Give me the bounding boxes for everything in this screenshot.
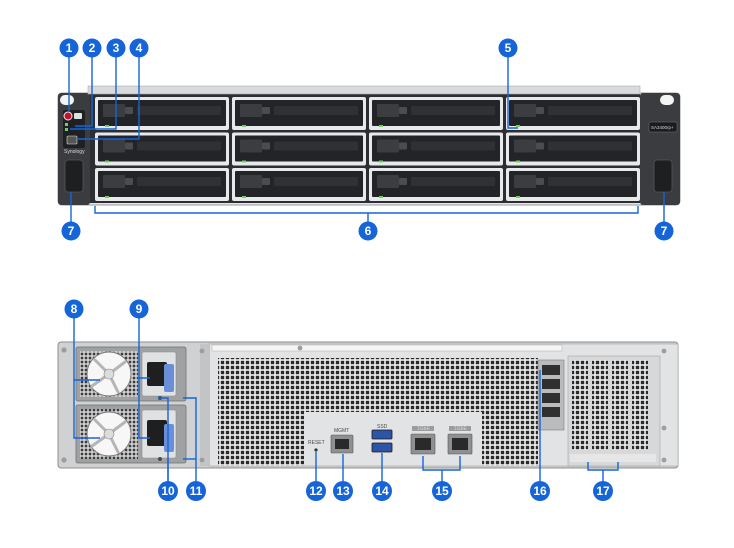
drive-tray-4[interactable] [506,97,640,130]
callout-4: 4 [129,38,149,58]
callout-badges: 1 2 3 4 5 6 7 7 8 9 10 11 12 13 14 15 16… [59,38,674,501]
rear-vent-upper [218,358,538,412]
right-rack-handle[interactable] [653,159,673,193]
callout-6: 6 [358,221,378,241]
svg-text:10: 10 [161,484,175,498]
drive-tray-3[interactable] [369,97,503,130]
callout-1: 1 [59,38,79,58]
power-socket-top[interactable] [147,362,167,386]
psu-top [75,346,187,402]
drive-tray-5[interactable] [95,132,229,166]
drive-led-icon [516,196,520,198]
left-rack-handle[interactable] [64,159,84,193]
callout-16: 16 [530,481,550,501]
drive-bays-bracket [94,206,639,214]
svg-text:14: 14 [375,484,389,498]
svg-text:4: 4 [136,41,143,55]
svg-text:3: 3 [113,41,120,55]
psu-release-lever-bottom[interactable] [164,424,174,452]
mgmt-label: MGMT [334,428,349,434]
svg-text:9: 9 [136,302,143,316]
beep-off-button-icon[interactable] [66,135,78,145]
drive-led-icon [379,125,383,127]
alert-led-icon [65,128,68,131]
usb-port-bottom[interactable] [371,442,393,453]
callout-13: 13 [333,481,353,501]
drive-tray-10[interactable] [232,168,366,201]
svg-text:8: 8 [71,302,78,316]
drive-bays [95,97,640,201]
svg-text:5: 5 [505,41,512,55]
drive-tray-2[interactable] [232,97,366,130]
callout-8: 8 [64,299,84,319]
psu-bottom [75,404,187,464]
drive-led-icon [242,160,246,163]
model-badge: SA3400rp+ [648,121,678,133]
front-control-panel: Synology [63,110,85,155]
lan1-label: 1GbE [417,426,430,432]
rear-leader-lines [73,318,619,482]
drive-led-icon [242,125,246,127]
drive-tray-9[interactable] [95,168,229,201]
callout-7-right: 7 [654,221,674,241]
drive-tray-6[interactable] [232,132,366,166]
psu-release-lever-top[interactable] [164,364,174,392]
lan2-label: 1GbE [454,426,467,432]
status-led-icon [65,123,68,126]
callout-7-left: 7 [61,221,81,241]
drive-led-icon [242,196,246,198]
psu-led-bottom-icon [158,457,162,461]
svg-text:13: 13 [336,484,350,498]
brand-label: Synology [64,149,85,155]
drive-tray-1[interactable] [95,97,229,130]
svg-text:11: 11 [190,484,203,498]
drive-led-icon [379,196,383,198]
front-leader-lines [68,57,665,222]
drive-tray-8[interactable] [506,132,640,166]
callout-12: 12 [306,481,326,501]
drive-led-icon [105,125,109,127]
svg-text:7: 7 [661,224,668,238]
drive-led-icon [379,160,383,163]
usb-label: SSD [377,424,388,430]
rear-vent-left [218,412,304,466]
callout-3: 3 [106,38,126,58]
power-button-icon[interactable] [63,111,73,121]
callout-9: 9 [129,299,149,319]
drive-tray-11[interactable] [369,168,503,201]
pcie-slots [567,355,661,467]
drive-led-icon [105,160,109,163]
callout-5: 5 [498,38,518,58]
svg-text:1: 1 [66,41,73,55]
drive-tray-7[interactable] [369,132,503,166]
usb-port-top[interactable] [371,429,393,440]
svg-text:17: 17 [596,484,610,498]
callout-2: 2 [82,38,102,58]
svg-text:2: 2 [89,41,96,55]
callout-11: 11 [186,481,206,501]
drive-led-icon [516,125,520,127]
svg-text:6: 6 [365,224,372,238]
svg-text:7: 7 [68,224,75,238]
rear-vent-right [482,412,538,466]
callout-17: 17 [593,481,613,501]
model-badge-text: SA3400rp+ [651,125,674,130]
drive-led-icon [105,196,109,198]
callout-14: 14 [372,481,392,501]
power-socket-bottom[interactable] [147,420,167,446]
drive-tray-12[interactable] [506,168,640,201]
reset-button-icon[interactable] [314,448,318,452]
drive-led-icon [516,160,520,163]
svg-text:12: 12 [309,484,323,498]
callout-10: 10 [158,481,178,501]
callout-15: 15 [432,481,452,501]
svg-text:15: 15 [435,484,449,498]
reset-label: RESET [308,440,325,446]
expansion-slot [537,359,565,431]
svg-text:16: 16 [533,484,547,498]
